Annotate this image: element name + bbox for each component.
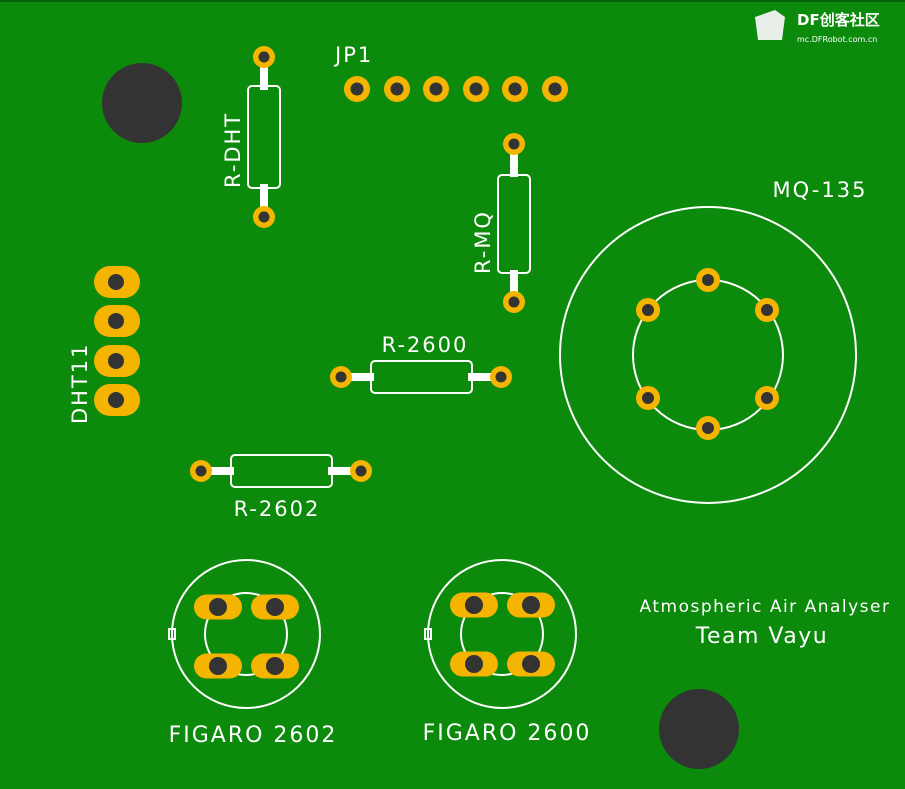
mounting-hole <box>102 63 182 143</box>
robot-logo-icon <box>755 10 785 40</box>
solder-pad <box>423 76 449 102</box>
mq135-label: MQ-135 <box>773 178 868 202</box>
team-name: Team Vayu <box>695 624 828 649</box>
jp1-label: JP1 <box>333 43 373 67</box>
resistor-r-2602: R-2602 <box>190 454 372 521</box>
solder-pad <box>755 298 779 322</box>
solder-pad <box>251 653 299 679</box>
solder-pad <box>94 305 140 337</box>
mounting-hole <box>659 689 739 769</box>
dht11-footprint: DHT11 <box>68 266 140 424</box>
r-2602-label: R-2602 <box>234 497 321 521</box>
solder-pad <box>696 416 720 440</box>
dfrobot-watermark: DF创客社区 mc.DFRobot.com.cn <box>755 10 880 44</box>
r-mq-label: R-MQ <box>471 210 495 274</box>
solder-pad <box>636 298 660 322</box>
figaro-2600-label: FIGARO 2600 <box>423 721 592 746</box>
solder-pad <box>502 76 528 102</box>
solder-pad <box>94 384 140 416</box>
solder-pad <box>636 386 660 410</box>
figaro-2602-footprint: FIGARO 2602 <box>168 559 338 748</box>
solder-pad <box>507 651 555 677</box>
solder-pad <box>542 76 568 102</box>
solder-pad <box>696 268 720 292</box>
watermark-url: mc.DFRobot.com.cn <box>797 35 877 44</box>
solder-pad <box>755 386 779 410</box>
solder-pad <box>94 345 140 377</box>
solder-pad <box>94 266 140 298</box>
resistor-r-2600: R-2600 <box>330 333 512 394</box>
solder-pad <box>507 592 555 618</box>
solder-pad <box>194 594 242 620</box>
solder-pad <box>384 76 410 102</box>
dht11-label: DHT11 <box>68 342 92 424</box>
figaro-2602-label: FIGARO 2602 <box>169 723 338 748</box>
solder-pad <box>450 592 498 618</box>
r-2600-label: R-2600 <box>382 333 469 357</box>
project-title: Atmospheric Air Analyser <box>640 597 891 617</box>
board-edge <box>0 0 905 2</box>
solder-pad <box>463 76 489 102</box>
solder-pad <box>344 76 370 102</box>
watermark-brand: DF创客社区 <box>797 11 880 29</box>
resistor-r-mq: R-MQ <box>471 133 531 313</box>
figaro-2600-footprint: FIGARO 2600 <box>423 559 592 746</box>
resistor-r-dht: R-DHT <box>221 46 281 228</box>
jp1-header: JP1 <box>333 43 568 102</box>
r-dht-label: R-DHT <box>221 112 245 188</box>
solder-pad <box>194 653 242 679</box>
solder-pad <box>251 594 299 620</box>
solder-pad <box>450 651 498 677</box>
mq135-footprint: MQ-135 <box>559 178 868 504</box>
